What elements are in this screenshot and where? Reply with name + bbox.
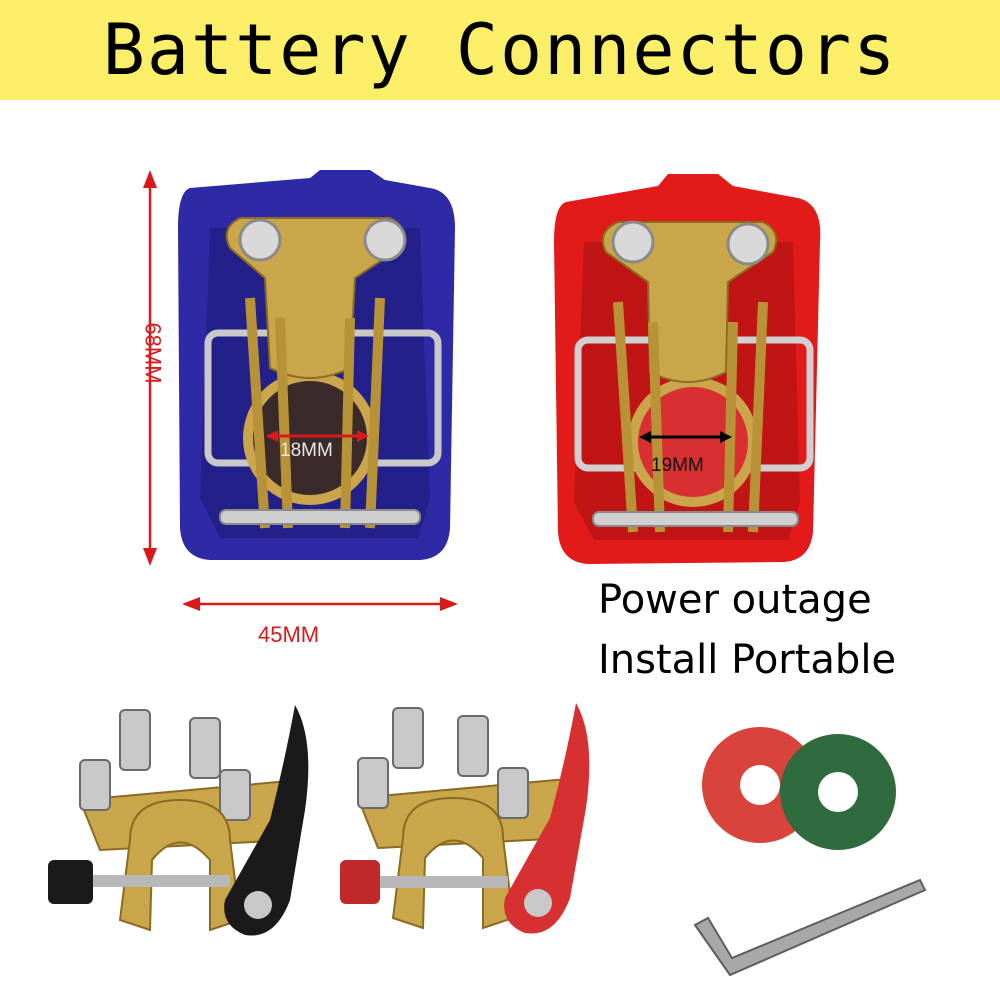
- title-banner: Battery Connectors: [0, 0, 1000, 100]
- page-title: Battery Connectors: [102, 9, 898, 91]
- positive-diameter-label: 19MM: [651, 455, 704, 476]
- negative-terminal-image: [178, 170, 455, 560]
- negative-diameter-label: 18MM: [280, 440, 333, 461]
- felt-washers-image: [702, 727, 896, 850]
- negative-quick-release-terminal-image: [48, 705, 309, 936]
- width-label: 45MM: [258, 622, 320, 647]
- hex-key-image: [693, 878, 927, 977]
- positive-quick-release-terminal-image: [340, 703, 590, 934]
- height-label: 68MM: [140, 322, 166, 384]
- caption-line-2: Install Portable: [598, 637, 897, 683]
- positive-terminal-image: [554, 174, 821, 564]
- caption-line-1: Power outage: [598, 577, 872, 623]
